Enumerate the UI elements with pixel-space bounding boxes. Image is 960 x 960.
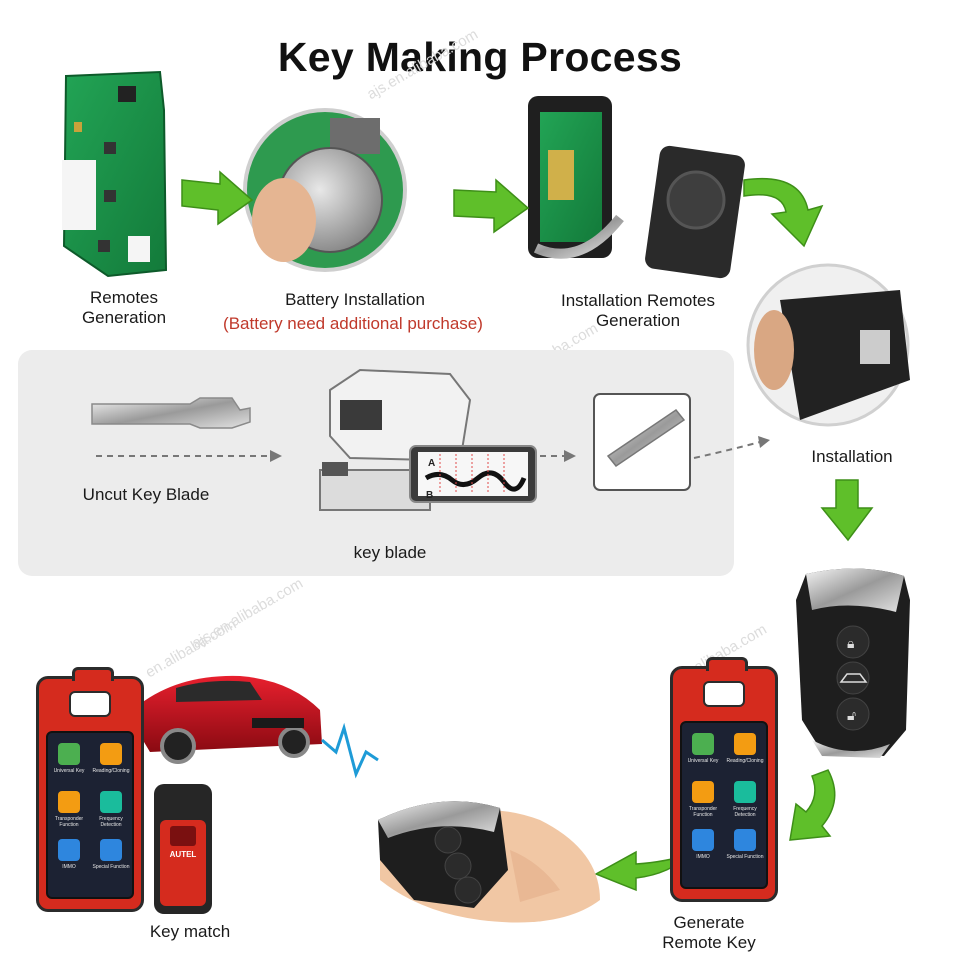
frequency-detection-icon xyxy=(100,791,122,813)
page-title: Key Making Process xyxy=(277,34,683,80)
tile-caption: Frequency Detection xyxy=(99,816,123,828)
tile-caption: Universal Key xyxy=(53,768,85,774)
cut-key-image xyxy=(593,393,691,491)
immo-icon xyxy=(692,829,714,851)
step-label-generate-remote-key: Generate Remote Key xyxy=(662,913,756,952)
obd-dongle-image xyxy=(154,784,212,914)
transponder-icon xyxy=(58,791,80,813)
tile-caption: Universal Key xyxy=(687,758,719,764)
step-label-remotes-generation: Remotes Generation xyxy=(81,288,167,327)
dongle-brand: AUTEL xyxy=(169,850,197,859)
tile-caption: Transponder Function xyxy=(54,816,84,828)
battery-note: (Battery need additional purchase) xyxy=(223,314,483,333)
device-window xyxy=(69,691,111,717)
tile-caption: Frequency Detection xyxy=(733,806,757,818)
signal-wave xyxy=(321,722,379,779)
step-label-key-match: Key match xyxy=(149,922,231,941)
step-label-installation: Installation xyxy=(811,447,893,466)
red-car-image xyxy=(138,675,322,764)
device-screen: Universal Key Reading/Cloning Transponde… xyxy=(680,721,768,889)
reading-cloning-icon xyxy=(734,733,756,755)
universal-key-icon xyxy=(58,743,80,765)
special-function-icon xyxy=(734,829,756,851)
pcb-board-image xyxy=(62,70,168,278)
device-notch xyxy=(706,657,748,671)
device-notch xyxy=(72,667,114,681)
installation-closeup-image xyxy=(746,263,910,427)
green-arrows xyxy=(181,170,874,892)
reading-cloning-icon xyxy=(100,743,122,765)
tile-caption: Transponder Function xyxy=(688,806,718,818)
device-window xyxy=(703,681,745,707)
decode-display-image xyxy=(409,445,537,503)
tile-caption: Special Function xyxy=(92,864,130,870)
frequency-detection-icon xyxy=(734,781,756,803)
smart-key-large-image: 🔒︎ 🔓︎ xyxy=(796,568,910,758)
universal-key-icon xyxy=(692,733,714,755)
tile-caption: Special Function xyxy=(726,854,764,860)
svg-text:🔒︎: 🔒︎ xyxy=(847,636,854,652)
tile-caption: Reading/Cloning xyxy=(92,768,130,774)
key-programmer-device: Universal Key Reading/Cloning Transponde… xyxy=(36,667,144,912)
tile-caption: IMMO xyxy=(62,864,76,870)
step-label-battery-installation: Battery Installation xyxy=(285,290,425,309)
tile-caption: Reading/Cloning xyxy=(726,758,764,764)
remote-shell-image xyxy=(528,96,745,279)
tile-caption: IMMO xyxy=(696,854,710,860)
step-label-key-blade: key blade xyxy=(353,543,427,562)
decode-mark-a: A xyxy=(428,458,436,469)
special-function-icon xyxy=(100,839,122,861)
uncut-key-blade-image xyxy=(91,397,251,429)
transponder-icon xyxy=(692,781,714,803)
decode-mark-b: B xyxy=(426,490,434,501)
key-programmer-device: Universal Key Reading/Cloning Transponde… xyxy=(670,657,778,902)
immo-icon xyxy=(58,839,80,861)
hand-key-image xyxy=(378,801,600,923)
step-label-uncut-key-blade: Uncut Key Blade xyxy=(82,485,210,504)
battery-installation-image xyxy=(243,108,407,272)
step-label-installation-remotes-generation: Installation Remotes Generation xyxy=(560,291,716,330)
svg-text:🔓︎: 🔓︎ xyxy=(847,708,856,724)
device-screen: Universal Key Reading/Cloning Transponde… xyxy=(46,731,134,899)
dashed-arrows xyxy=(96,441,761,459)
